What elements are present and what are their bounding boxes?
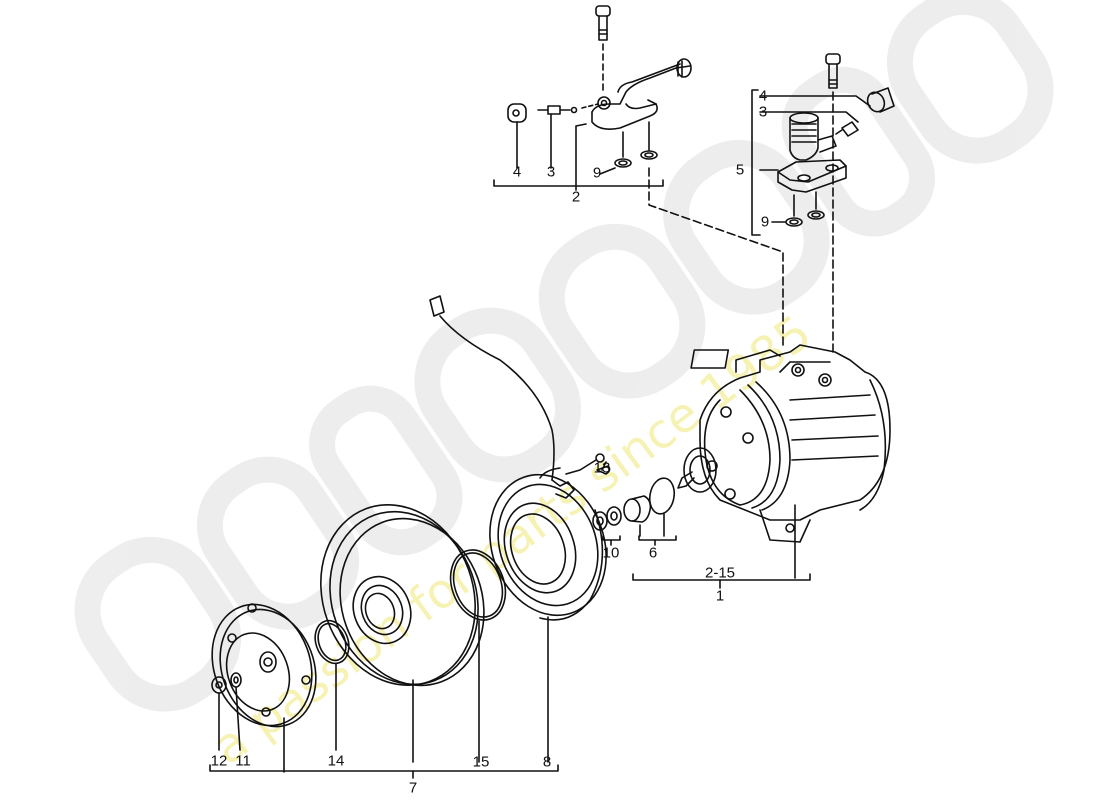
label-4-left: 4 — [512, 163, 522, 181]
pressure-fitting-group — [751, 53, 895, 356]
clutch-front-plate — [211, 603, 317, 773]
label-3-left: 3 — [546, 163, 556, 181]
label-10: 10 — [602, 544, 620, 562]
label-11: 11 — [235, 752, 251, 770]
label-3-right: 3 — [758, 103, 768, 121]
label-2-15: 2-15 — [704, 564, 736, 582]
label-15: 15 — [472, 753, 490, 771]
label-9-right: 9 — [760, 213, 770, 231]
circlip-14 — [314, 619, 350, 665]
suction-fitting-group — [493, 5, 784, 346]
washer-11 — [230, 672, 242, 688]
label-7: 7 — [408, 779, 418, 797]
shim-spacer-parts — [592, 461, 677, 546]
label-13: 13 — [593, 459, 611, 477]
circlip-15 — [449, 549, 507, 621]
label-4-right: 4 — [758, 87, 768, 105]
pulley — [320, 504, 485, 763]
label-6: 6 — [648, 544, 658, 562]
label-1: 1 — [715, 587, 725, 605]
label-2: 2 — [571, 188, 581, 206]
label-8: 8 — [542, 753, 552, 771]
compressor-body — [677, 344, 891, 579]
label-14: 14 — [327, 752, 345, 770]
label-5: 5 — [735, 161, 745, 179]
label-9-left: 9 — [592, 164, 602, 182]
clutch-coil — [429, 295, 607, 763]
label-12: 12 — [210, 752, 228, 770]
